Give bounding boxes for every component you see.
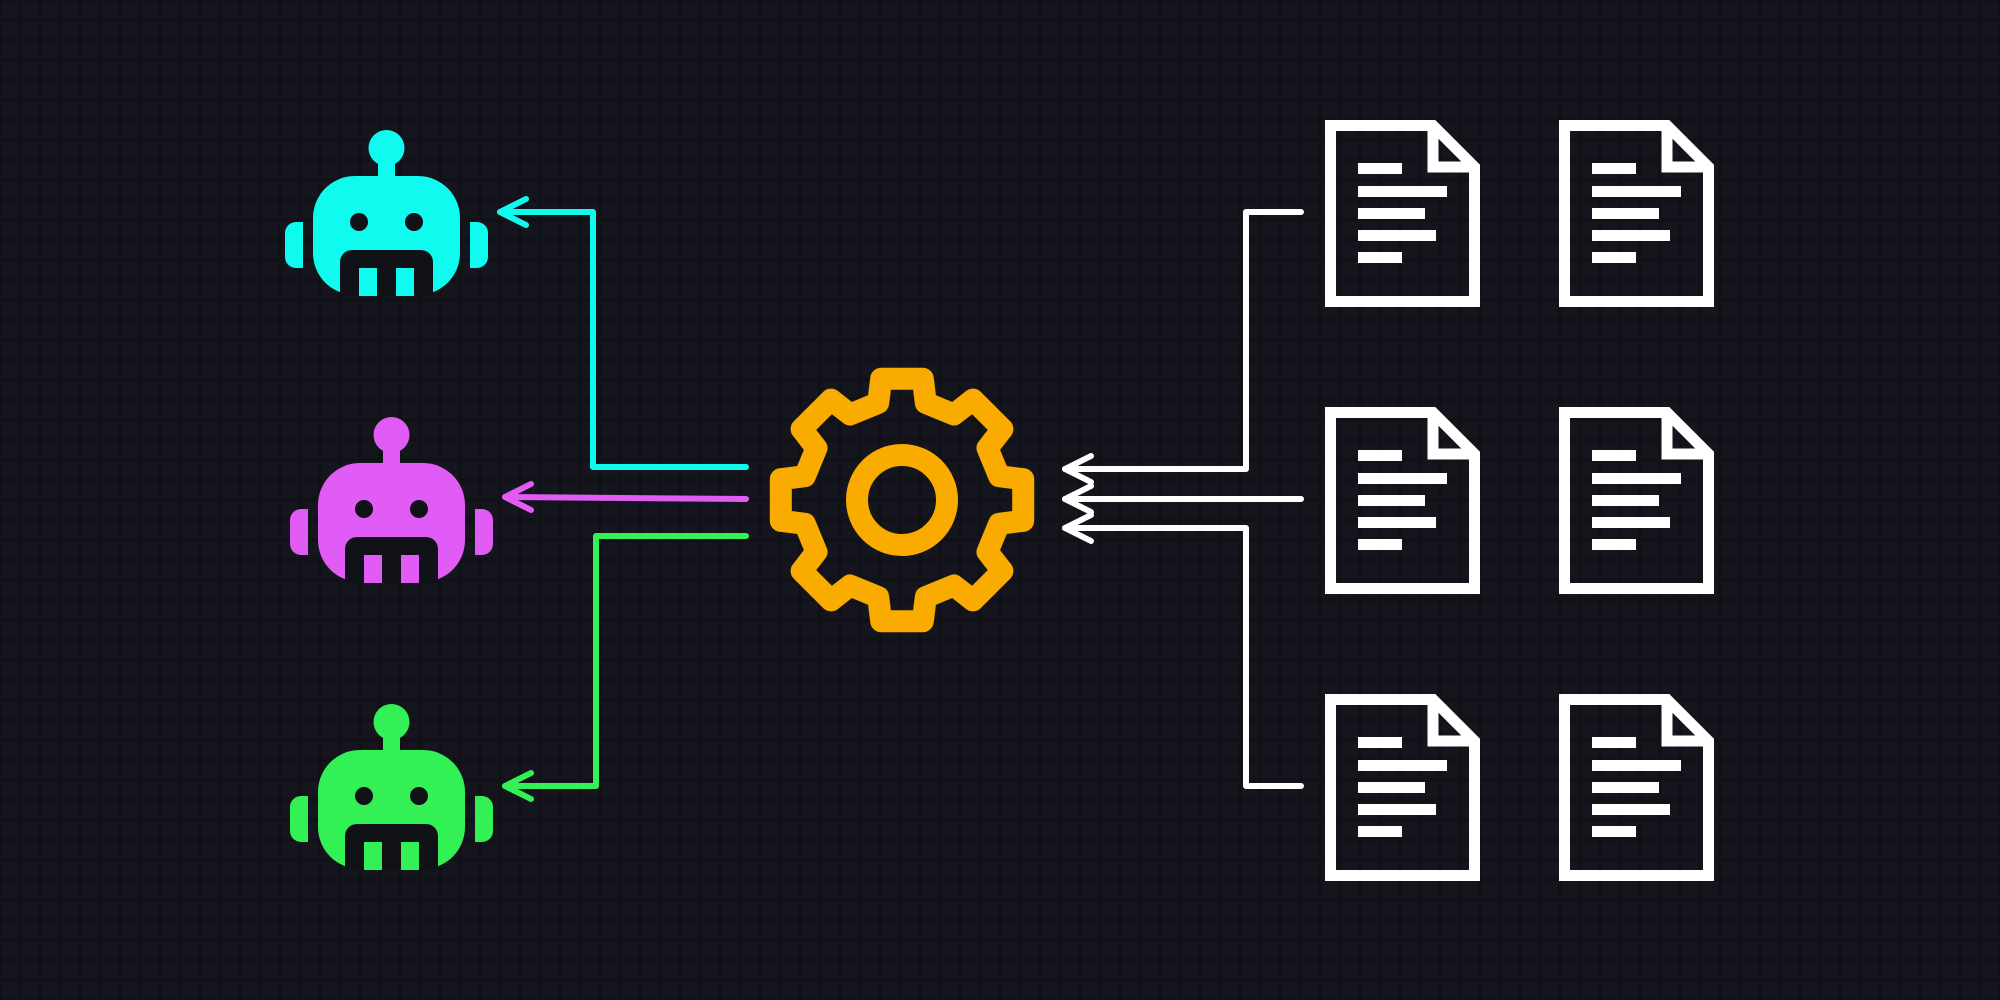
connector-line [497,209,749,470]
gear-hub-ring [846,444,958,556]
document-text-line [1592,208,1659,219]
agent-3-robot-icon [290,704,493,870]
document-icon-3-1 [1325,694,1480,881]
robot-eye [410,500,428,518]
arrowhead-icon [497,196,529,228]
robot-mouth [345,537,438,583]
connection-gear-to-agent-3 [502,533,749,802]
document-text-line [1358,804,1436,815]
document-text-line [1358,737,1402,748]
document-text-line [1358,450,1402,461]
robot-eye [355,500,373,518]
document-text-line [1592,450,1636,461]
document-text-line [1592,186,1681,197]
document-text-line [1592,539,1636,550]
document-text-line [1592,826,1636,837]
document-outline [1325,407,1480,594]
document-fold [1661,699,1709,747]
document-text-line [1358,782,1425,793]
document-icon-3-2 [1559,694,1714,881]
robot-ear-left [290,509,308,555]
robot-eye [410,787,428,805]
connector-line [1062,209,1304,472]
document-text-line [1358,163,1402,174]
document-text-line [1592,252,1636,263]
document-text-line [1358,230,1436,241]
robot-ear-right [475,796,493,842]
connection-documents-row-2-to-gear [1062,483,1304,515]
connector-line [502,533,749,789]
robot-ear-right [475,509,493,555]
document-outline [1325,120,1480,307]
document-text-line [1592,737,1636,748]
arrowhead-icon [502,481,534,513]
document-fold [1427,699,1475,747]
robot-antenna [373,704,410,740]
document-text-line [1358,517,1436,528]
robot-antenna [373,417,410,453]
document-text-line [1358,826,1402,837]
gear-icon [769,367,1035,633]
document-text-line [1592,760,1681,771]
arrowhead-icon [1062,453,1094,485]
document-text-line [1592,230,1670,241]
gear-outline [769,367,1035,633]
robot-eye [350,213,368,231]
document-text-line [1358,473,1447,484]
document-text-line [1358,760,1447,771]
document-text-line [1592,163,1636,174]
document-icon-1-2 [1559,120,1714,307]
document-fold [1427,412,1475,460]
document-text-line [1592,804,1670,815]
document-icon-2-1 [1325,407,1480,594]
document-icon-1-1 [1325,120,1480,307]
document-fold [1661,412,1709,460]
arrowhead-icon [1062,512,1094,544]
document-fold [1661,125,1709,173]
document-outline [1559,407,1714,594]
agent-1-robot-icon [285,130,488,296]
document-outline [1559,694,1714,881]
agent-2-robot-icon [290,417,493,583]
robot-mouth [345,824,438,870]
document-text-line [1592,473,1681,484]
document-fold [1427,125,1475,173]
robot-antenna [368,130,405,166]
robot-ear-right [470,222,488,268]
document-text-line [1592,495,1659,506]
document-text-line [1358,186,1447,197]
document-outline [1559,120,1714,307]
document-text-line [1592,782,1659,793]
document-text-line [1358,495,1425,506]
connection-documents-row-1-to-gear [1062,209,1304,485]
connector-line [1062,525,1304,789]
document-icon-2-2 [1559,407,1714,594]
document-text-line [1358,208,1425,219]
robot-eye [355,787,373,805]
connection-documents-row-3-to-gear [1062,512,1304,789]
connector-line [502,494,749,502]
robot-ear-left [290,796,308,842]
arrowhead-icon [1062,483,1094,515]
connection-gear-to-agent-1 [497,196,749,470]
connection-gear-to-agent-2 [502,481,749,513]
document-outline [1325,694,1480,881]
document-text-line [1358,539,1402,550]
arrowhead-icon [502,770,534,802]
robot-ear-left [285,222,303,268]
document-text-line [1592,517,1670,528]
robot-eye [405,213,423,231]
document-text-line [1358,252,1402,263]
robot-mouth [340,250,433,296]
